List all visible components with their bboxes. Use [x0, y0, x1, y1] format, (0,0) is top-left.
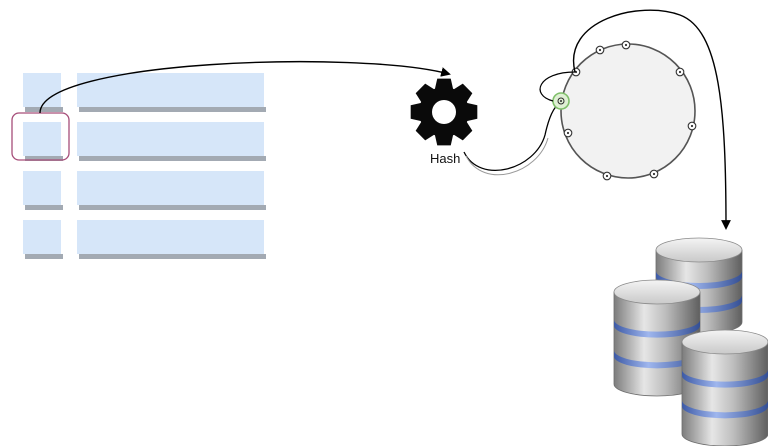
value-cell — [77, 171, 264, 205]
value-cell — [77, 122, 264, 156]
key-cell — [23, 73, 61, 107]
value-cell-shadow — [79, 254, 266, 259]
hash-label: Hash — [430, 151, 460, 166]
ring-node — [621, 40, 631, 50]
db-band — [614, 350, 700, 369]
ring-node — [595, 45, 605, 55]
value-cell — [77, 73, 264, 107]
hash-to-ring-arrow — [463, 99, 564, 171]
value-cell — [77, 220, 264, 254]
db-band — [682, 369, 768, 388]
table-row — [23, 73, 266, 112]
key-cell-shadow — [25, 205, 63, 210]
ring-node — [675, 67, 685, 77]
key-cell — [23, 220, 61, 254]
key-marker-icon — [552, 92, 570, 110]
data-table — [23, 73, 266, 259]
table-row — [23, 122, 266, 161]
hash-ring — [560, 40, 697, 181]
value-cell-shadow — [79, 107, 266, 112]
key-to-hash-arrow — [39, 61, 451, 114]
value-cell-shadow — [79, 205, 266, 210]
ring-node — [602, 171, 612, 181]
ring-lookup-arrow — [539, 71, 576, 102]
database-cylinder — [681, 329, 768, 446]
db-band — [682, 400, 768, 419]
gear-icon — [410, 78, 478, 146]
hash-to-ring-shadow — [465, 137, 549, 176]
key-cell-shadow — [25, 156, 63, 161]
key-cell — [23, 122, 61, 156]
ring-node — [687, 121, 697, 131]
ring-node — [563, 128, 573, 138]
ring-node — [649, 169, 659, 179]
database-stack-icon — [613, 237, 768, 446]
db-band — [614, 319, 700, 338]
value-cell-shadow — [79, 156, 266, 161]
database-cylinder — [613, 279, 701, 397]
key-cell-shadow — [25, 254, 63, 259]
ring-to-database-arrow — [572, 9, 731, 230]
table-row — [23, 171, 266, 210]
table-row — [23, 220, 266, 259]
gear-hole — [432, 100, 456, 124]
key-cell — [23, 171, 61, 205]
key-cell-shadow — [25, 107, 63, 112]
